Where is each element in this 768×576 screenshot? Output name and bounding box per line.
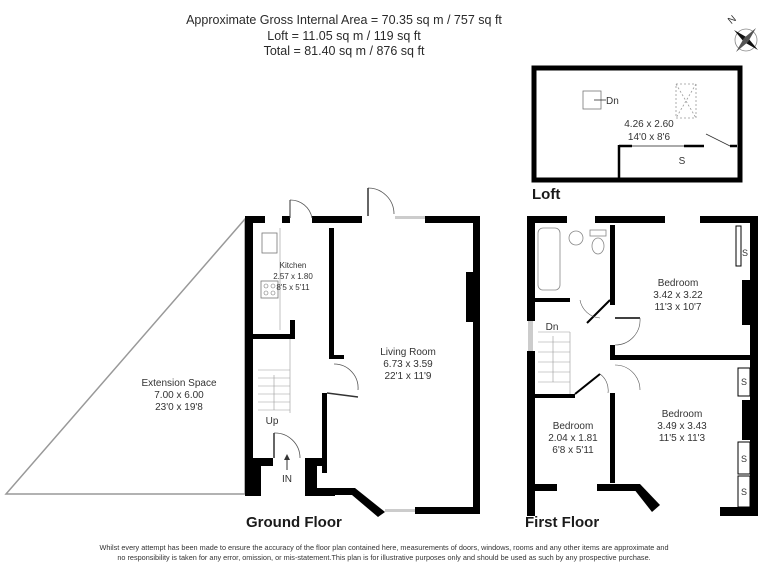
loft-metric: 4.26 x 2.60: [624, 119, 674, 130]
living-room-imperial: 22'1 x 11'9: [384, 371, 431, 382]
storage-label: S: [741, 487, 747, 497]
bedroom3-metric: 2.04 x 1.81: [548, 433, 598, 444]
bedroom2-imperial: 11'5 x 11'3: [659, 433, 706, 444]
hob-icon: [260, 280, 279, 299]
extension-name: Extension Space: [141, 378, 216, 389]
disclaimer-line-1: Whilst every attempt has been made to en…: [99, 543, 669, 552]
kitchen-name: Kitchen: [280, 261, 307, 270]
disclaimer-line-2: no responsibility is taken for any error…: [117, 553, 651, 562]
skylight-icon: [675, 83, 697, 119]
bedroom2-metric: 3.49 x 3.43: [657, 421, 707, 432]
loft-area-text: Loft = 11.05 sq m / 119 sq ft: [267, 28, 421, 43]
first-floor-plan: Dn Bedroom 3.42 x 3.22 11'3 x 10'7 Bedro…: [525, 216, 758, 531]
loft-storage-label: S: [679, 156, 686, 167]
compass-north-label: N: [726, 14, 739, 27]
first-stairs-icon: [538, 331, 571, 394]
storage-label: S: [741, 377, 747, 387]
bedroom1-metric: 3.42 x 3.22: [653, 290, 703, 301]
disclaimer: Whilst every attempt has been made to en…: [0, 543, 768, 563]
bedroom1-imperial: 11'3 x 10'7: [654, 302, 701, 313]
loft-stairs-label: Dn: [606, 96, 619, 107]
area-summary: Approximate Gross Internal Area = 70.35 …: [0, 13, 768, 60]
bedroom3-imperial: 6'8 x 5'11: [552, 445, 594, 456]
basin-icon: [568, 230, 584, 246]
entrance-label: IN: [282, 474, 292, 485]
living-room-name: Living Room: [380, 347, 436, 358]
loft-imperial: 14'0 x 8'6: [628, 132, 671, 143]
ground-floor-title: Ground Floor: [246, 514, 342, 531]
bath-icon: [537, 227, 561, 291]
ground-stairs-label: Up: [266, 416, 279, 427]
storage-label: S: [741, 454, 747, 464]
bedroom1-name: Bedroom: [658, 278, 699, 289]
loft-plan: Dn 4.26 x 2.60 14'0 x 8'6 S Loft: [531, 65, 743, 203]
loft-title: Loft: [532, 186, 560, 203]
extension-metric: 7.00 x 6.00: [154, 390, 204, 401]
total-area-text: Total = 81.40 sq m / 876 sq ft: [263, 44, 425, 58]
first-stairs-label: Dn: [546, 322, 559, 333]
bedroom2-name: Bedroom: [662, 409, 703, 420]
kitchen-metric: 2.57 x 1.80: [273, 272, 313, 281]
entrance-arrow-icon: [284, 454, 290, 460]
ground-stairs-icon: [258, 339, 291, 413]
toilet-icon: [591, 237, 605, 255]
extension-imperial: 23'0 x 19'8: [155, 402, 203, 413]
storage-label: S: [742, 248, 748, 258]
gross-area-text: Approximate Gross Internal Area = 70.35 …: [186, 13, 502, 27]
bedroom3-name: Bedroom: [553, 421, 594, 432]
compass-rose-icon: N: [726, 14, 758, 52]
living-room-metric: 6.73 x 3.59: [383, 359, 433, 370]
sink-icon: [261, 232, 278, 254]
kitchen-imperial: 8'5 x 5'11: [276, 283, 310, 292]
ground-floor-plan: Kitchen 2.57 x 1.80 8'5 x 5'11 Living Ro…: [4, 187, 480, 531]
first-floor-title: First Floor: [525, 514, 599, 531]
